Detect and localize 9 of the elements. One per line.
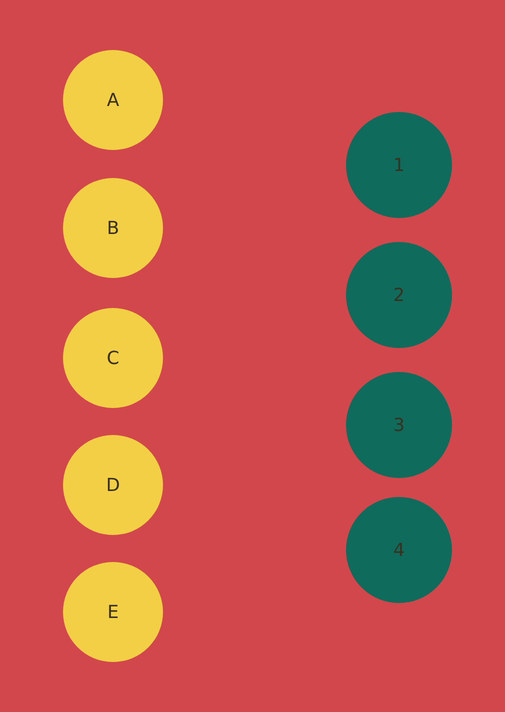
circle-label: E [107,602,119,622]
circle-label: 1 [393,154,405,176]
circle-label: B [106,218,120,238]
circle-label: D [106,474,120,496]
circle-label: C [106,348,120,368]
circle-label: 2 [393,284,405,306]
circle-label: 4 [393,540,405,560]
circle-label: 3 [393,414,405,436]
circle-label: A [106,90,120,110]
